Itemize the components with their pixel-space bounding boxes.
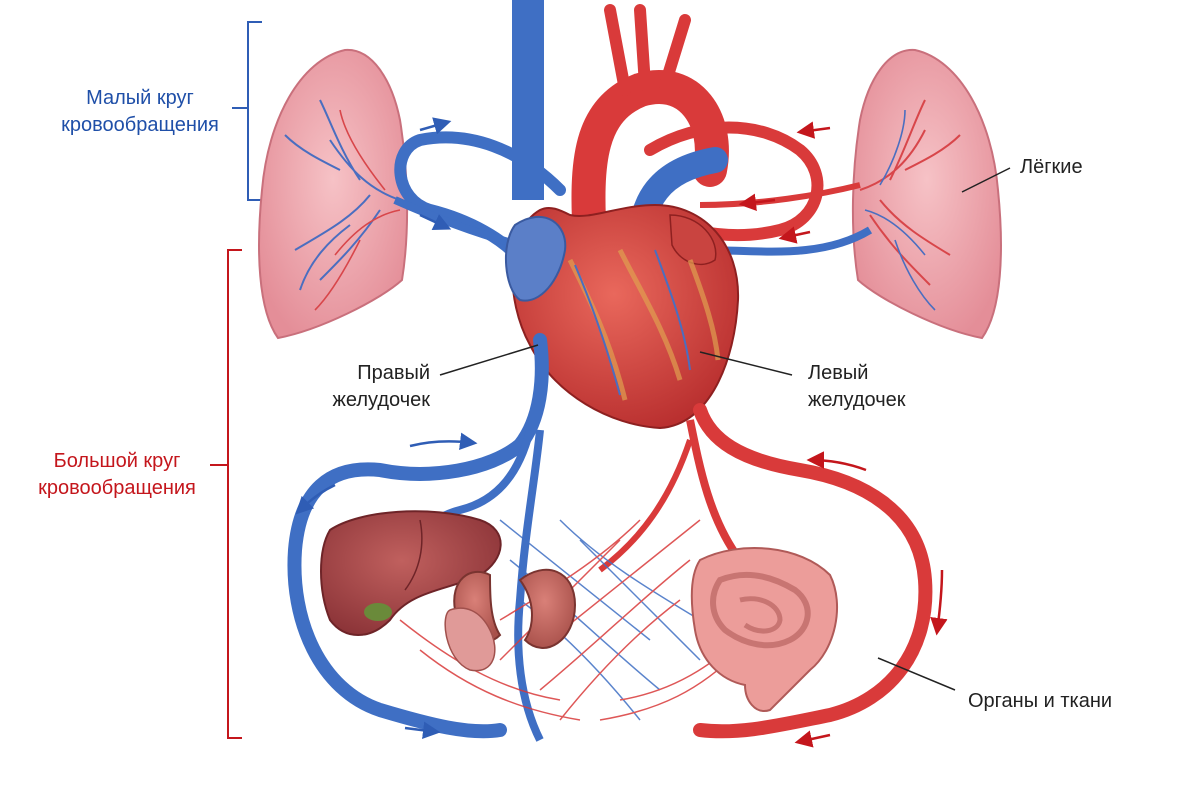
adrenal-illustration [444,607,496,672]
heart-illustration [504,203,740,430]
right-ventricle-label: Правый желудочек [332,362,431,411]
artery-branch-center [598,439,693,573]
aortic-arch [571,70,729,257]
organs-tissues-label: Органы и ткани [968,690,1113,712]
flow-arrow [778,226,811,244]
flow-arrow [796,121,831,139]
flow-arrow [419,117,452,135]
flow-arrow [409,432,478,450]
left-ventricle-label: Левый желудочек [808,362,906,411]
pulmonary-circulation-label: Малый круг кровообращения [61,87,219,136]
flow-arrow [794,730,831,748]
flow-arrow [930,569,948,636]
pulmonary-vein-right-2 [699,182,861,208]
flow-arrow [419,213,452,231]
left-lung-illustration [258,48,409,340]
flow-arrows [295,117,948,748]
lungs-label: Лёгкие [1020,156,1083,178]
intestine-illustration [690,547,838,712]
pulmonary-bracket [232,21,262,201]
flow-arrow [806,451,867,472]
aortic-branches [604,4,691,96]
systemic-circulation-label: Большой круг кровообращения [38,450,196,499]
flow-arrow [404,721,441,739]
systemic-bracket [210,249,242,739]
kidney-illustration [453,568,577,649]
liver-illustration [320,510,502,636]
leader-lines [439,167,1011,691]
pulmonary-vein-left [393,196,521,249]
vein-branch-center [514,429,544,742]
artery-branch-inner [686,419,744,563]
flow-arrow [738,193,776,212]
right-lung-illustration [851,48,1002,340]
descending-aorta [693,403,933,739]
flow-arrow [295,483,336,515]
